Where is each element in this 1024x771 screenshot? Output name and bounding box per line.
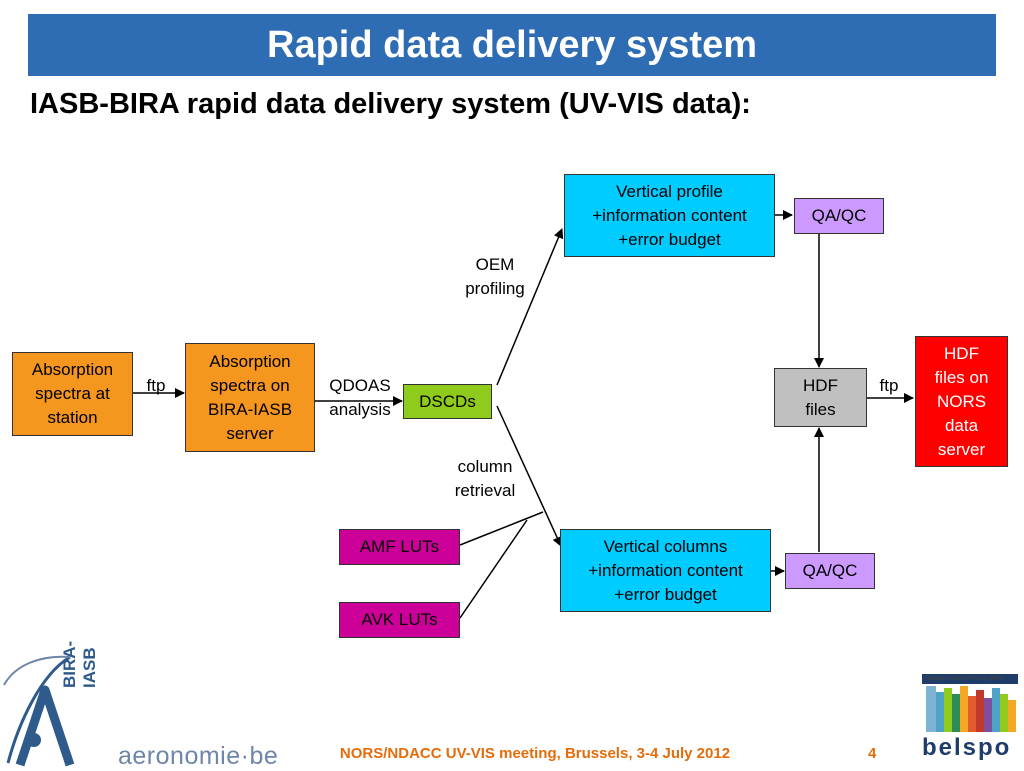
box-amf-luts: AMF LUTs bbox=[339, 529, 460, 565]
slide-title: Rapid data delivery system bbox=[267, 24, 757, 66]
belspo-logo-text: belspo bbox=[922, 734, 1012, 761]
box-avk-luts: AVK LUTs bbox=[339, 602, 460, 638]
line-amf-to-retrieval bbox=[459, 511, 544, 546]
label-ftp-right: ftp bbox=[879, 376, 899, 395]
box-qaqc-top: QA/QC bbox=[794, 198, 884, 234]
box-hdf-files-label: HDF files bbox=[803, 375, 838, 419]
box-absorption-station: Absorption spectra at station bbox=[12, 352, 133, 436]
footer-meeting: NORS/NDACC UV-VIS meeting, Brussels, 3-4… bbox=[339, 745, 731, 762]
aeronomie-logo-text: aeronomie·be bbox=[118, 742, 279, 770]
box-absorption-server-label: Absorption spectra on BIRA-IASB server bbox=[207, 351, 293, 443]
box-vertical-columns-label: Vertical columns +information content +e… bbox=[588, 536, 743, 604]
box-dscds-label: DSCDs bbox=[419, 391, 476, 411]
box-vertical-profile: Vertical profile +information content +e… bbox=[564, 174, 775, 257]
box-vertical-columns: Vertical columns +information content +e… bbox=[560, 529, 771, 612]
title-bar: Rapid data delivery system bbox=[28, 14, 996, 76]
box-avk-luts-label: AVK LUTs bbox=[361, 610, 438, 629]
box-qaqc-bottom: QA/QC bbox=[785, 553, 875, 589]
box-vertical-profile-label: Vertical profile +information content +e… bbox=[592, 181, 747, 249]
line-avk-to-retrieval bbox=[459, 519, 528, 619]
box-amf-luts-label: AMF LUTs bbox=[359, 537, 440, 556]
belspo-tagline: Belgian Science Policy Office bbox=[926, 676, 1004, 682]
belspo-logo-icon bbox=[922, 674, 1018, 732]
label-qdoas-analysis: QDOAS analysis bbox=[329, 376, 391, 419]
box-absorption-station-label: Absorption spectra at station bbox=[31, 360, 114, 427]
label-ftp-left: ftp bbox=[146, 376, 166, 395]
bira-iasb-logo-text: BIRA-IASB bbox=[60, 640, 99, 688]
box-qaqc-bottom-label: QA/QC bbox=[802, 561, 858, 580]
box-hdf-nors-label: HDF files on NORS data server bbox=[934, 343, 989, 459]
page-number: 4 bbox=[868, 745, 877, 762]
bira-iasb-logo-icon bbox=[3, 655, 75, 767]
box-hdf-nors: HDF files on NORS data server bbox=[915, 336, 1008, 467]
slide-subtitle: IASB-BIRA rapid data delivery system (UV… bbox=[30, 88, 751, 120]
box-qaqc-top-label: QA/QC bbox=[811, 206, 867, 225]
box-dscds: DSCDs bbox=[403, 384, 492, 419]
arrow-dscds-to-profile bbox=[496, 228, 564, 386]
label-oem-profiling: OEM profiling bbox=[465, 255, 525, 298]
label-column-retrieval: column retrieval bbox=[454, 457, 516, 500]
arrow-dscds-to-columns bbox=[496, 405, 562, 547]
box-hdf-files: HDF files bbox=[774, 368, 867, 427]
box-absorption-server: Absorption spectra on BIRA-IASB server bbox=[185, 343, 315, 452]
